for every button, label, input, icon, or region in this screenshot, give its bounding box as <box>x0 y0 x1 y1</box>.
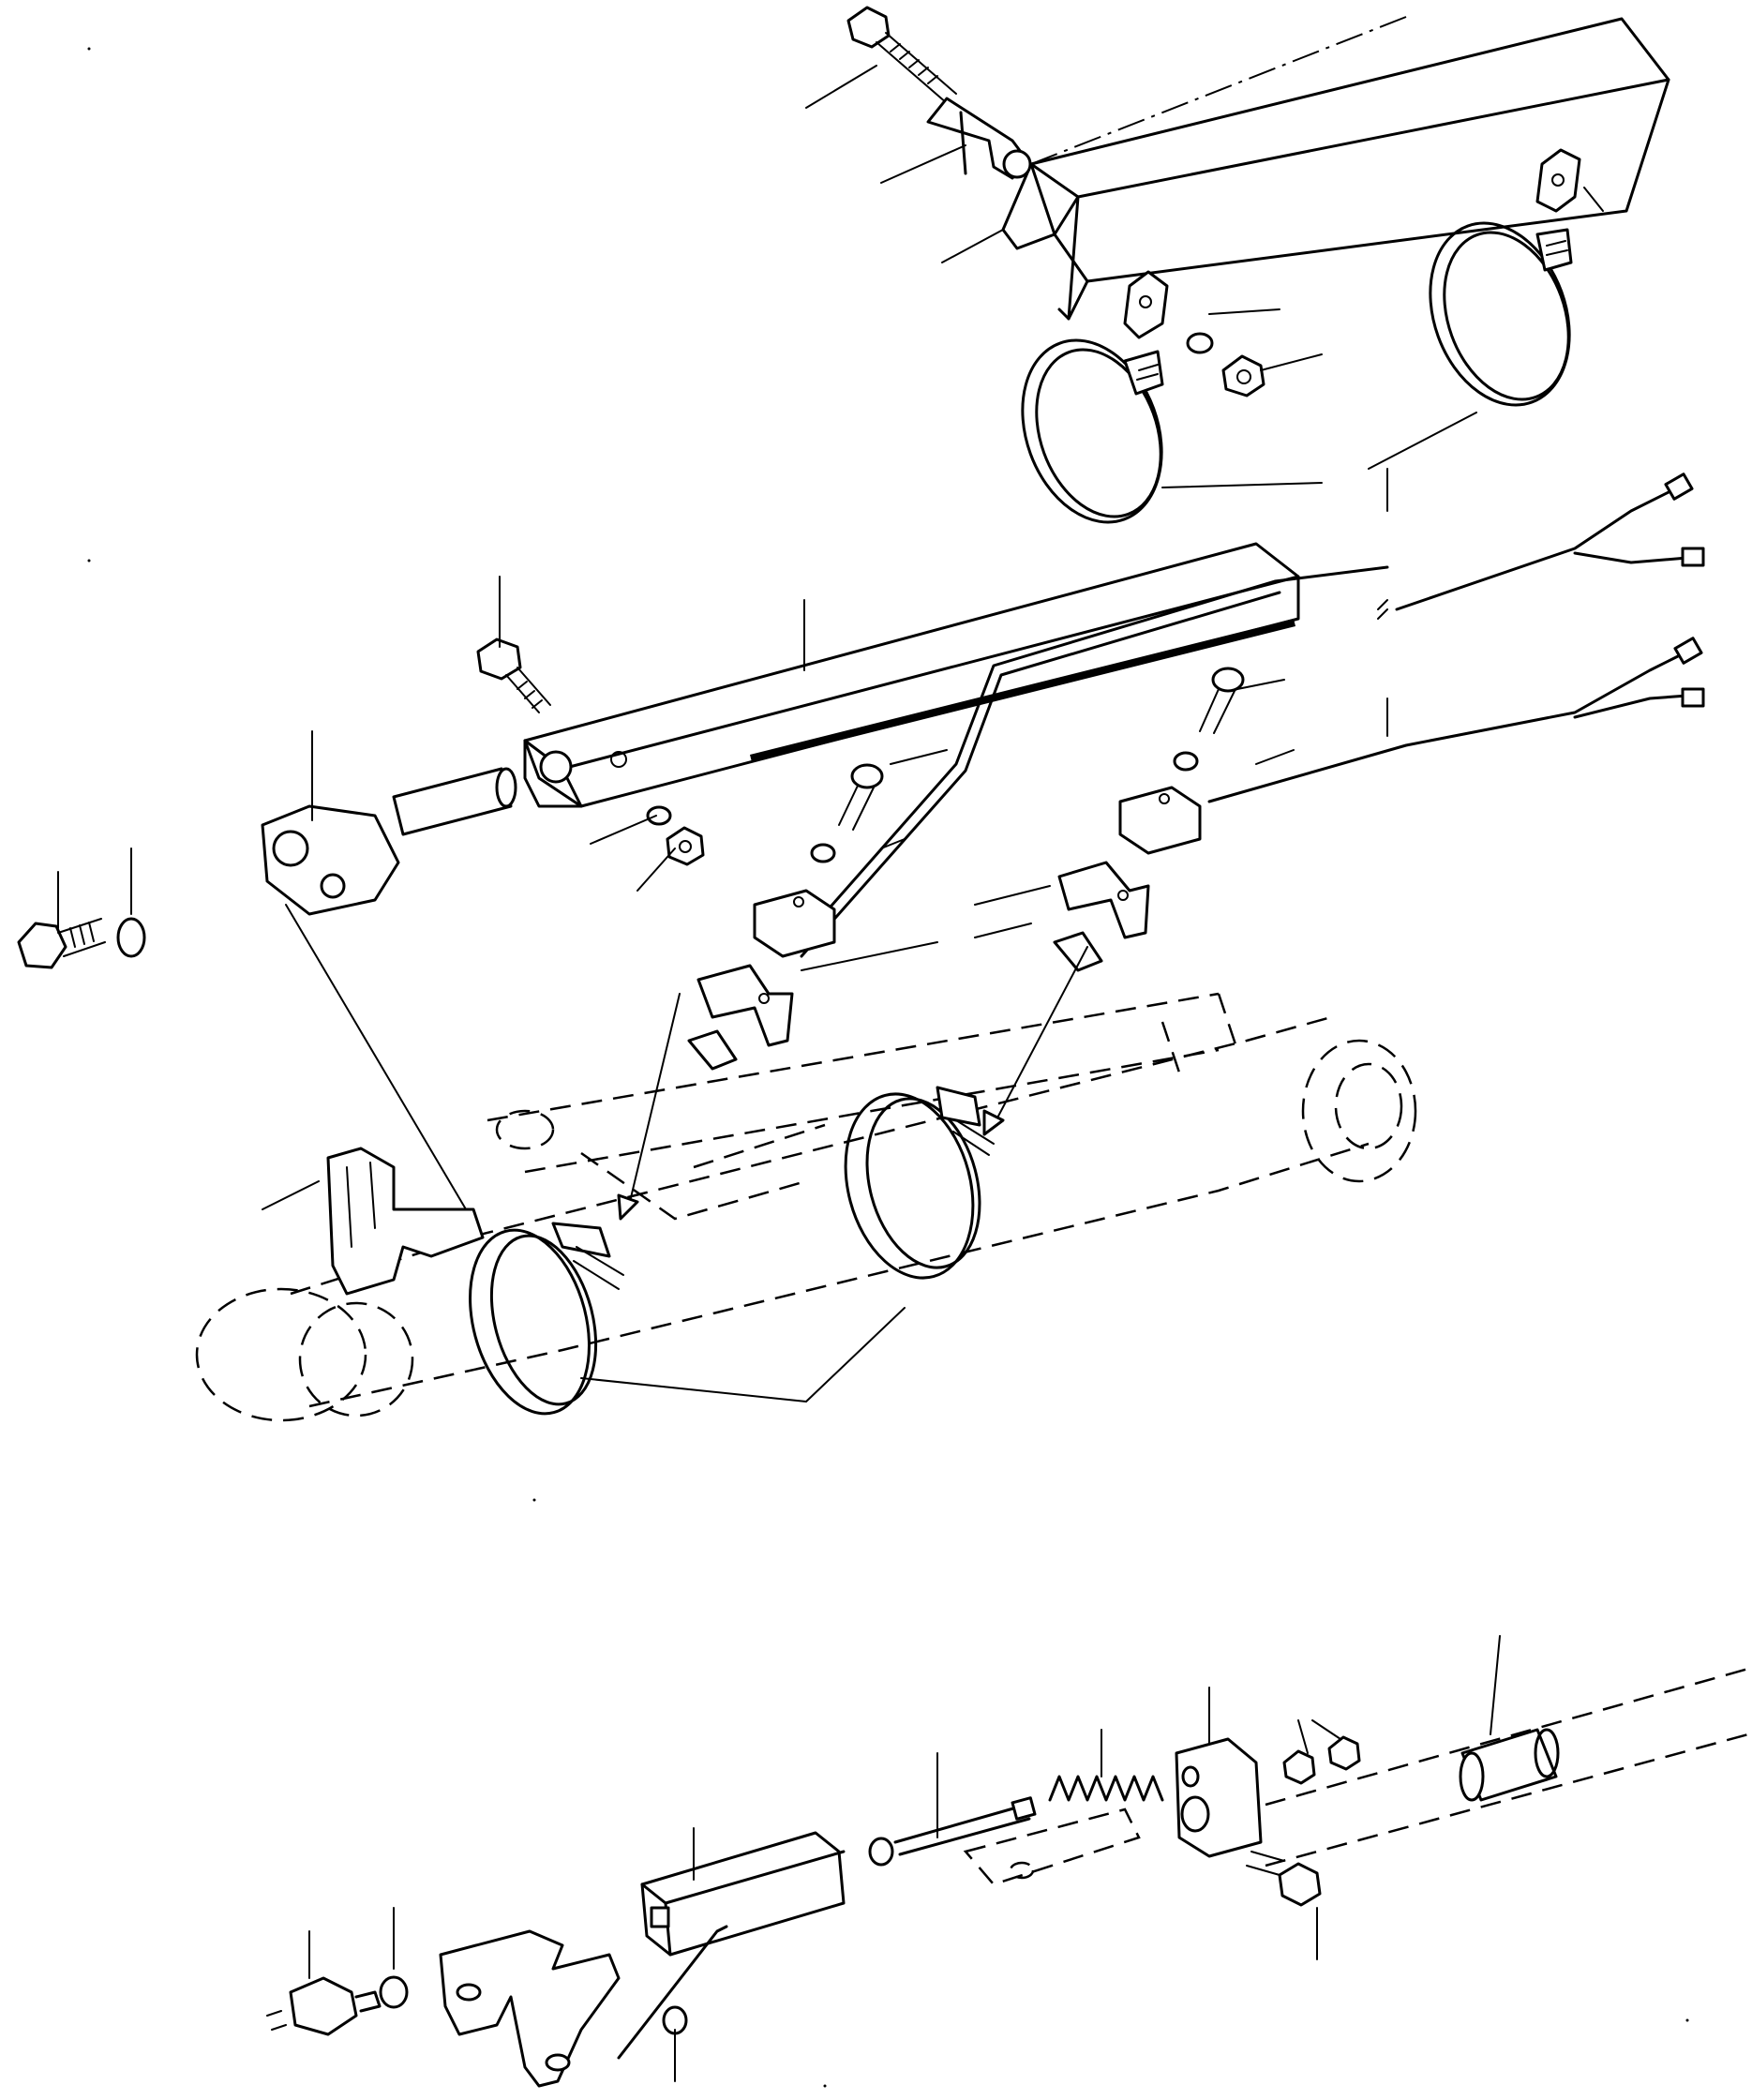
connecting-rod <box>795 565 1389 947</box>
hose-clamp <box>844 1086 995 1280</box>
hex-nut <box>1282 1735 1361 1785</box>
switch-linkage-assembly <box>266 1635 1749 2088</box>
compression-spring <box>1048 1775 1164 1802</box>
rod-phantom <box>1265 1667 1749 1868</box>
mount-tab <box>1123 270 1169 339</box>
clamp-plate <box>687 1029 738 1071</box>
clamp-plate <box>1053 931 1103 972</box>
hose-clamp <box>469 1222 624 1416</box>
arrowhead <box>982 1109 1005 1136</box>
guard-channel <box>1001 17 1670 321</box>
arrowhead <box>617 1193 639 1221</box>
hex-bolt <box>476 638 551 713</box>
switch-bracket <box>439 1929 621 2088</box>
spring-arm <box>617 1925 728 2060</box>
sensor-block <box>753 889 836 958</box>
hose-clamp <box>1429 221 1573 407</box>
hex-bolt <box>17 918 106 969</box>
sensor-block <box>1118 786 1202 855</box>
sensor-arm-assembly <box>17 468 1705 1215</box>
square-bar <box>523 542 1300 808</box>
hex-bolt <box>846 6 957 104</box>
socket-screw <box>1199 667 1245 734</box>
lock-washer <box>1186 332 1214 354</box>
push-rod <box>868 1796 1037 1867</box>
lock-washer <box>379 1975 409 2009</box>
leader-lines <box>57 468 1388 1215</box>
leader-lines <box>805 16 1604 488</box>
leader-lines <box>580 946 1088 1402</box>
bushing <box>1459 1728 1560 1802</box>
hex-nut <box>666 826 705 866</box>
switch-housing <box>640 1831 846 1957</box>
lock-washer <box>810 843 836 863</box>
clamp-bracket <box>326 1147 485 1296</box>
wire-harness <box>1207 472 1705 803</box>
pivot-pin <box>261 767 517 916</box>
guard-assembly <box>805 6 1670 524</box>
hose-clamp <box>1021 338 1164 524</box>
mount-bracket <box>1057 861 1150 939</box>
mount-tab <box>1535 148 1581 213</box>
hex-bolt <box>1246 1851 1322 1907</box>
leader-lines <box>308 1635 1501 2082</box>
switch <box>266 1976 382 2036</box>
clevis-bracket <box>926 97 1032 180</box>
lock-washer <box>646 805 672 826</box>
clamp-block <box>1175 1737 1263 1858</box>
scan-specks <box>87 47 1689 2088</box>
lock-washer <box>1173 751 1199 772</box>
socket-screw <box>838 763 884 831</box>
clevis-phantom <box>963 1808 1141 1886</box>
hydraulic-cylinder-phantom <box>195 992 1417 1422</box>
hex-nut <box>1221 354 1265 398</box>
lock-washer <box>116 917 146 958</box>
mount-bracket <box>696 964 794 1047</box>
